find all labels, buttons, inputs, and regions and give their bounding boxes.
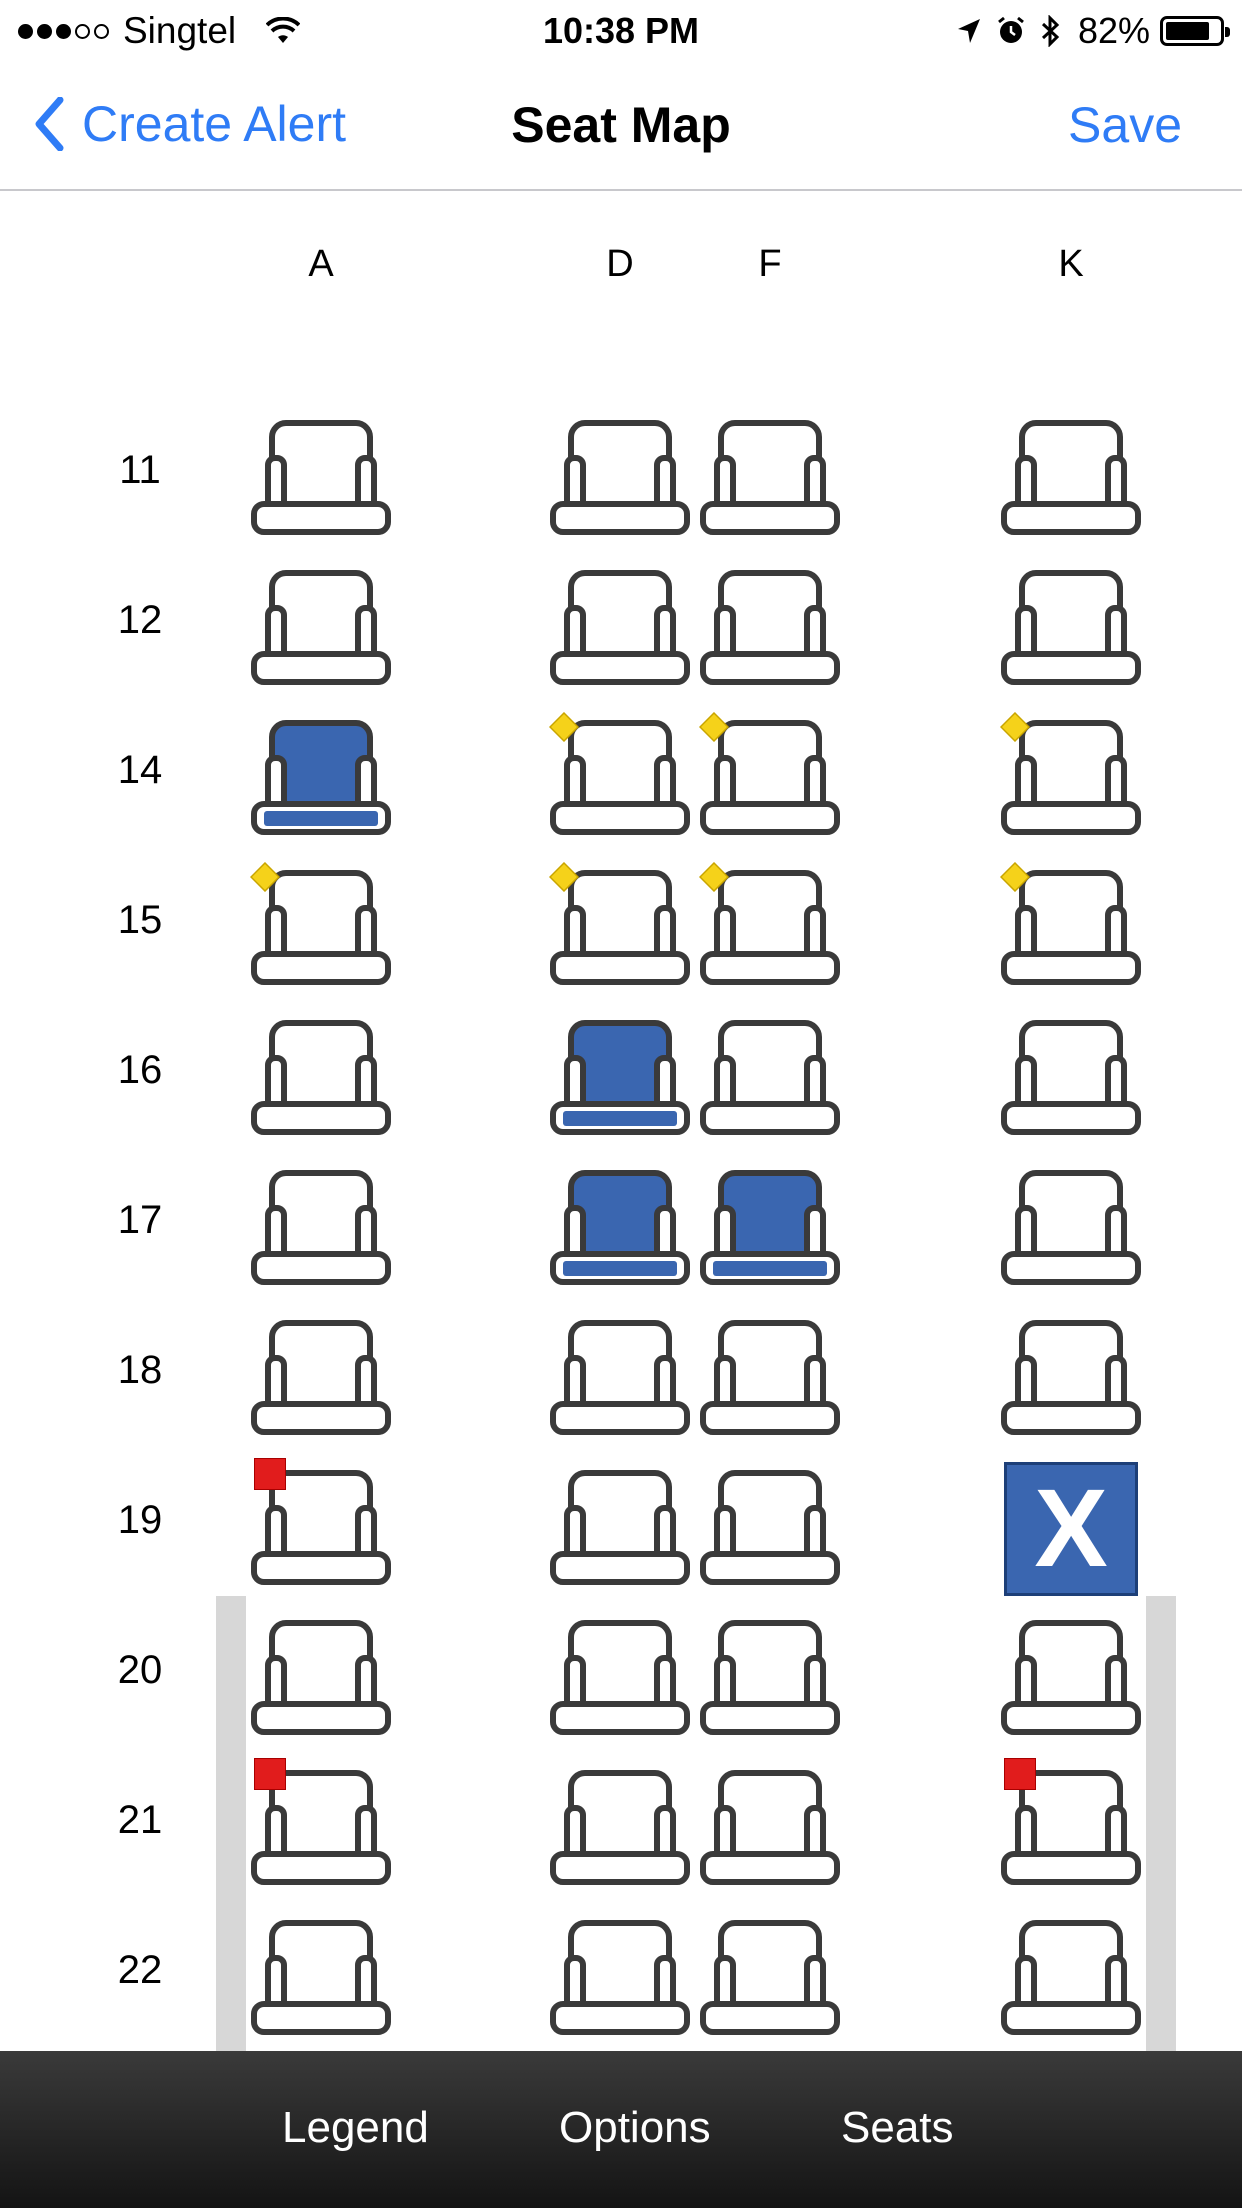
signal-dot — [37, 23, 52, 39]
seat-restricted[interactable] — [250, 1458, 392, 1588]
seat-available[interactable] — [549, 1618, 691, 1738]
seat-available[interactable] — [250, 568, 392, 688]
diamond-marker-icon — [1000, 862, 1030, 892]
signal-strength-icon — [18, 23, 113, 39]
chevron-left-icon — [35, 97, 64, 151]
seat-restricted[interactable] — [250, 1758, 392, 1888]
seat-available[interactable] — [250, 1168, 392, 1288]
exit-row-wall-right — [1146, 1596, 1176, 2051]
row-label: 17 — [117, 1198, 163, 1242]
seat-occupied[interactable] — [549, 1018, 691, 1138]
diamond-marker-icon — [699, 712, 729, 742]
seat-available[interactable] — [699, 1018, 841, 1138]
seat-available[interactable] — [250, 1318, 392, 1438]
signal-dot — [56, 23, 71, 39]
seat-available[interactable] — [699, 418, 841, 538]
seat-premium[interactable] — [1000, 862, 1142, 988]
options-button[interactable]: Options — [559, 2103, 711, 2152]
exit-row-wall-left — [216, 1596, 246, 2051]
seat-available[interactable] — [1000, 1318, 1142, 1438]
signal-dot — [75, 23, 90, 39]
signal-dot — [94, 23, 109, 39]
seat-premium[interactable] — [549, 712, 691, 838]
diamond-marker-icon — [1000, 712, 1030, 742]
seat-available[interactable] — [549, 1918, 691, 2038]
seat-available[interactable] — [549, 568, 691, 688]
row-label: 20 — [117, 1648, 163, 1692]
bottom-toolbar: Legend Options Seats — [0, 2051, 1242, 2208]
page-title: Seat Map — [511, 97, 731, 153]
row-label: 12 — [117, 598, 163, 642]
diamond-marker-icon — [549, 712, 579, 742]
clock: 10:38 PM — [542, 10, 700, 51]
row-label: 16 — [117, 1048, 163, 1092]
location-arrow-icon — [956, 17, 982, 45]
seat-available[interactable] — [549, 1468, 691, 1588]
square-marker-icon — [254, 1458, 286, 1490]
diamond-marker-icon — [549, 862, 579, 892]
seat-available[interactable] — [699, 1768, 841, 1888]
seat-available[interactable] — [1000, 1918, 1142, 2038]
seat-premium[interactable] — [250, 862, 392, 988]
seat-available[interactable] — [1000, 1618, 1142, 1738]
column-header-f: F — [758, 243, 782, 285]
row-label: 15 — [117, 898, 163, 942]
seat-available[interactable] — [1000, 1168, 1142, 1288]
seat-occupied[interactable] — [549, 1168, 691, 1288]
seat-premium[interactable] — [699, 712, 841, 838]
seat-blocked[interactable]: X — [1004, 1462, 1138, 1596]
seat-occupied[interactable] — [699, 1168, 841, 1288]
seat-map[interactable]: A D F K 11 12 — [0, 191, 1242, 2051]
diamond-marker-icon — [250, 862, 280, 892]
seat-available[interactable] — [699, 1318, 841, 1438]
seat-available[interactable] — [699, 568, 841, 688]
navigation-bar: Create Alert Seat Map Save — [0, 60, 1242, 191]
back-button-label: Create Alert — [82, 96, 347, 152]
save-button[interactable]: Save — [1068, 97, 1182, 153]
battery-icon — [1160, 16, 1230, 46]
column-header-d: D — [606, 243, 634, 285]
square-marker-icon — [254, 1758, 286, 1790]
seat-premium[interactable] — [1000, 712, 1142, 838]
signal-dot — [18, 23, 33, 39]
carrier-name: Singtel — [123, 10, 237, 51]
seat-occupied[interactable] — [250, 718, 392, 838]
seat-available[interactable] — [1000, 568, 1142, 688]
seat-available[interactable] — [699, 1918, 841, 2038]
seat-available[interactable] — [549, 1318, 691, 1438]
row-label: 11 — [119, 448, 161, 492]
seat-available[interactable] — [1000, 418, 1142, 538]
seat-available[interactable] — [250, 1018, 392, 1138]
row-label: 22 — [117, 1948, 163, 1992]
status-bar: Singtel 10:38 PM 82% — [0, 0, 1242, 60]
bluetooth-icon — [1040, 15, 1062, 47]
seat-available[interactable] — [1000, 1018, 1142, 1138]
seat-premium[interactable] — [699, 862, 841, 988]
seats-button[interactable]: Seats — [841, 2103, 954, 2152]
seat-available[interactable] — [250, 418, 392, 538]
row-label: 14 — [117, 748, 163, 792]
row-label: 19 — [117, 1498, 163, 1542]
diamond-marker-icon — [699, 862, 729, 892]
legend-button[interactable]: Legend — [282, 2103, 429, 2152]
back-button[interactable]: Create Alert — [34, 95, 346, 153]
battery-percent: 82% — [1077, 10, 1150, 51]
row-label: 18 — [117, 1348, 163, 1392]
column-header-a: A — [308, 243, 334, 285]
seat-available[interactable] — [549, 1768, 691, 1888]
seat-available[interactable] — [549, 418, 691, 538]
seat-premium[interactable] — [549, 862, 691, 988]
seat-available[interactable] — [250, 1918, 392, 2038]
row-label: 21 — [117, 1798, 163, 1842]
column-header-k: K — [1058, 243, 1084, 285]
seat-available[interactable] — [699, 1618, 841, 1738]
seat-available[interactable] — [250, 1618, 392, 1738]
alarm-icon — [996, 16, 1026, 46]
seat-restricted[interactable] — [1000, 1758, 1142, 1888]
square-marker-icon — [1004, 1758, 1036, 1790]
wifi-icon — [266, 17, 301, 45]
seat-available[interactable] — [699, 1468, 841, 1588]
